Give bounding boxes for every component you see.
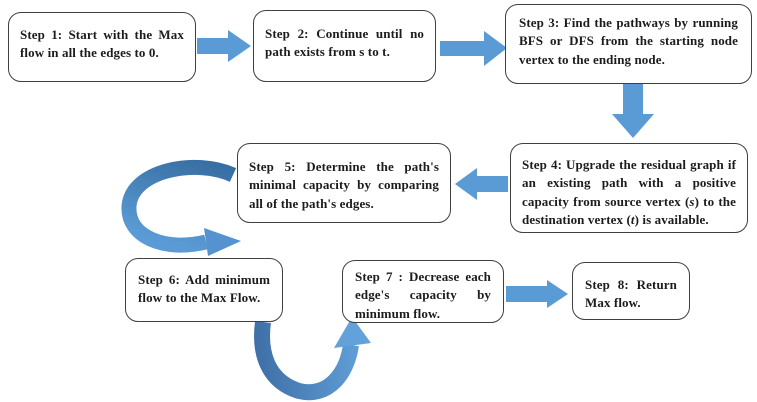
step-3-box: Step 3: Find the pathways by running BFS…: [505, 4, 752, 84]
step-1-box: Step 1: Start with the Max flow in all t…: [8, 12, 196, 82]
step-7-box: Step 7 : Decrease each edge's capacity b…: [342, 260, 504, 323]
italic-s: s: [689, 193, 695, 209]
step-4-box: Step 4: Upgrade the residual graph if an…: [510, 143, 748, 233]
step-6-text: Step 6: Add minimum flow to the Max Flow…: [138, 272, 270, 306]
italic-t: t: [630, 212, 635, 228]
step-8-box: Step 8: Return Max flow.: [572, 262, 690, 320]
arrow-step2-to-step3-icon: [440, 31, 507, 66]
step-5-box: Step 5: Determine the path's minimal cap…: [237, 143, 451, 223]
arrow-step7-to-step8-icon: [506, 280, 568, 308]
arrow-step1-to-step2-icon: [197, 30, 251, 62]
step-4-text: Step 4: Upgrade the residual graph if an…: [522, 157, 736, 228]
arrow-step4-to-step5-icon: [455, 168, 508, 200]
arrow-step3-to-step4-icon: [612, 84, 654, 138]
step-5-text: Step 5: Determine the path's minimal cap…: [249, 159, 439, 211]
step-6-box: Step 6: Add minimum flow to the Max Flow…: [125, 258, 283, 322]
step-2-text: Step 2: Continue until no path exists fr…: [265, 26, 424, 60]
step-3-text: Step 3: Find the pathways by running BFS…: [519, 15, 738, 67]
arrow-step6-to-step7-icon: [254, 317, 371, 401]
step-8-text: Step 8: Return Max flow.: [585, 277, 677, 311]
step-7-text: Step 7 : Decrease each edge's capacity b…: [355, 269, 491, 321]
step-1-text: Step 1: Start with the Max flow in all t…: [20, 27, 184, 61]
arrow-step5-to-step6-icon: [121, 159, 241, 256]
step-2-box: Step 2: Continue until no path exists fr…: [253, 10, 436, 82]
